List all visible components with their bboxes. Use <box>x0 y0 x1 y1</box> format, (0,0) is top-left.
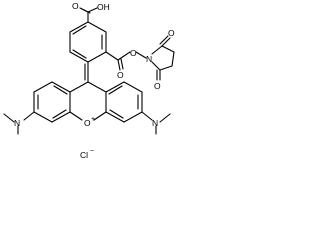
molecule-drawing: O OH O O N O O O + N N Cl − <box>3 1 175 160</box>
atom-label-oh-acid: OH <box>97 2 110 12</box>
atom-label-o-xanthene: O <box>84 118 91 128</box>
atom-label-xanthene-charge: + <box>91 116 95 123</box>
atom-label-n-dimethylamino-right: N <box>152 118 158 128</box>
atom-labels: O OH O O N O O O + N N Cl − <box>14 1 175 160</box>
atom-label-n-imide: N <box>146 54 152 64</box>
counterion-chloride: Cl <box>80 150 88 160</box>
chemical-structure: O OH O O N O O O + N N Cl − <box>0 0 186 171</box>
atom-label-o-imide-top: O <box>168 28 175 38</box>
bond-lines <box>3 7 175 135</box>
atom-label-o-acid: O <box>72 1 79 11</box>
counterion-charge: − <box>90 148 94 155</box>
atom-label-o-ester-carbonyl: O <box>117 70 124 80</box>
atom-label-o-ester-link: O <box>130 48 137 58</box>
atom-label-o-imide-bottom: O <box>154 81 161 91</box>
atom-label-n-dimethylamino-left: N <box>14 118 20 128</box>
